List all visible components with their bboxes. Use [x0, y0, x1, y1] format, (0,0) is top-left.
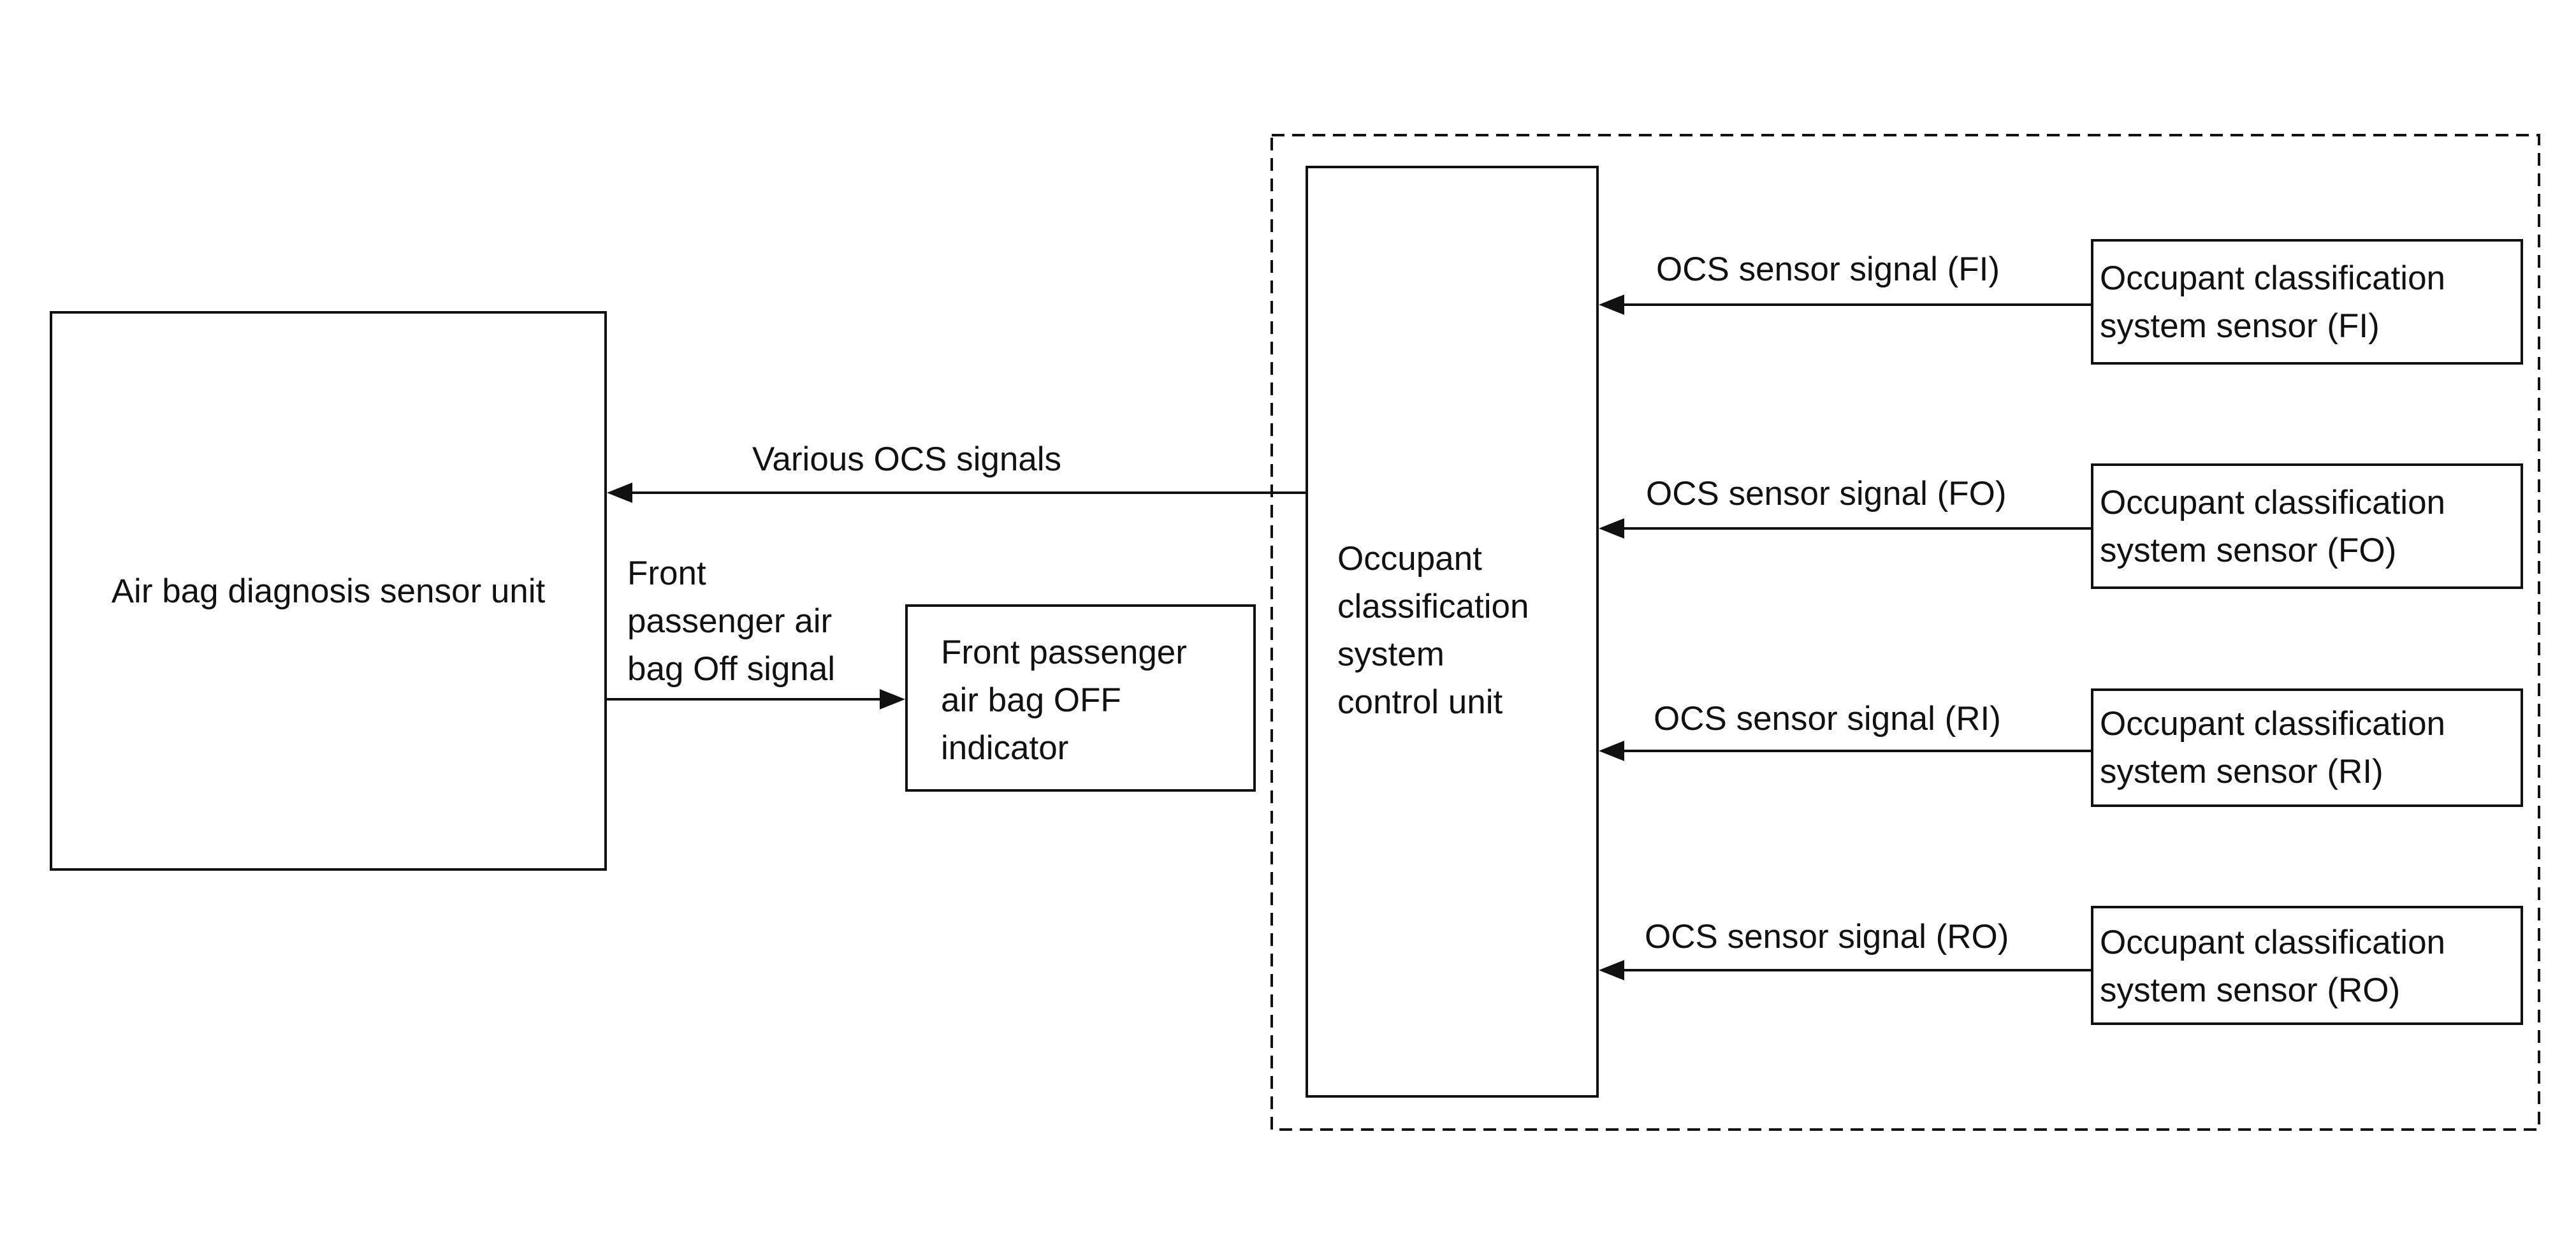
- air-bag-diagnosis-sensor-unit: Air bag diagnosis sensor unit: [50, 311, 607, 871]
- ocs-sensor-fo: Occupant classification system sensor (F…: [2091, 463, 2523, 589]
- signal-ro-arrowhead: [1599, 960, 1624, 980]
- signal-ro-label: OCS sensor signal (RO): [1645, 918, 2009, 956]
- signal-ri-arrowhead: [1599, 741, 1624, 761]
- signal-fo-label: OCS sensor signal (FO): [1646, 475, 2007, 513]
- off-indicator-box: Front passenger air bag OFF indicator: [905, 604, 1256, 792]
- various-signals-label: Various OCS signals: [752, 440, 1062, 478]
- various-signals-arrowhead: [607, 483, 632, 503]
- signal-fi-label: OCS sensor signal (FI): [1656, 251, 2000, 288]
- signal-ri-label: OCS sensor signal (RI): [1654, 700, 2001, 738]
- air-bag-unit-label: Air bag diagnosis sensor unit: [111, 572, 546, 610]
- sensor-fo-label: Occupant classification system sensor (F…: [2100, 484, 2446, 569]
- ocs-group-boundary: [1270, 134, 2540, 1131]
- off-signal-arrowhead: [880, 689, 905, 709]
- signal-fi-arrowhead: [1599, 294, 1624, 315]
- ocs-control-unit: Occupant classification system control u…: [1306, 166, 1599, 1098]
- off-indicator-label: Front passenger air bag OFF indicator: [941, 634, 1187, 767]
- sensor-ri-label: Occupant classification system sensor (R…: [2100, 705, 2446, 790]
- ocs-sensor-ri: Occupant classification system sensor (R…: [2091, 688, 2523, 807]
- ocs-sensor-ro: Occupant classification system sensor (R…: [2091, 906, 2523, 1025]
- ocs-control-unit-label: Occupant classification system control u…: [1337, 540, 1529, 721]
- off-signal-label: Front passenger air bag Off signal: [627, 555, 836, 688]
- signal-fo-arrowhead: [1599, 518, 1624, 539]
- sensor-ro-label: Occupant classification system sensor (R…: [2100, 924, 2446, 1009]
- ocs-sensor-fi: Occupant classification system sensor (F…: [2091, 239, 2523, 365]
- sensor-fi-label: Occupant classification system sensor (F…: [2100, 259, 2446, 345]
